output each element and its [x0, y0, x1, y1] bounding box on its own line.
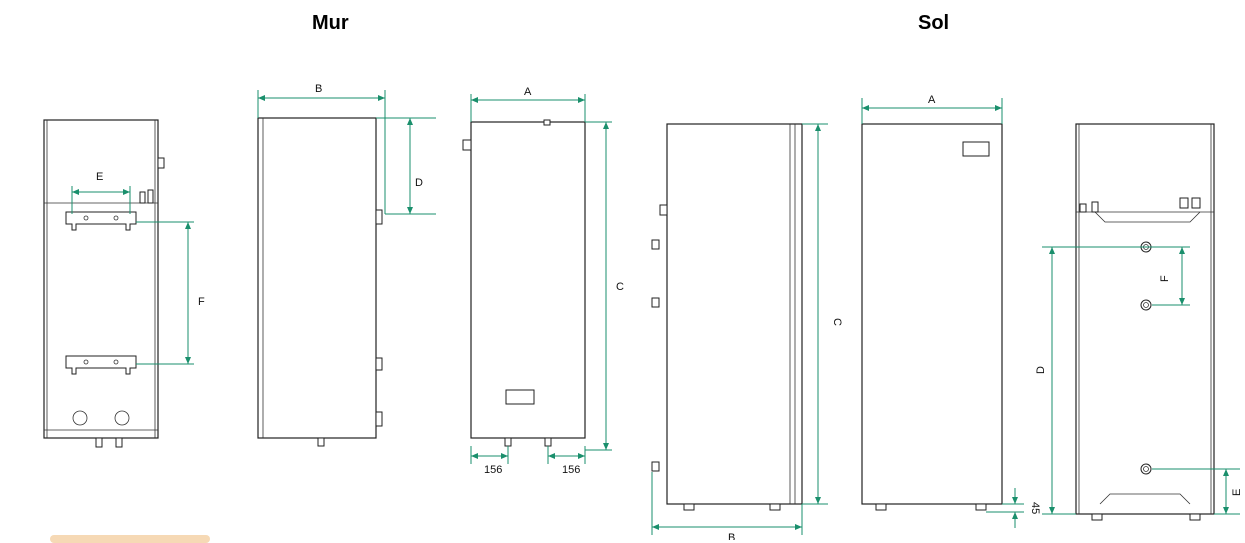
- floor-front-view: [861, 123, 1003, 511]
- wall-front-label-a: A: [524, 86, 532, 98]
- wall-back-view: [43, 119, 165, 448]
- floor-side-label-b: B: [728, 532, 735, 540]
- wall-side-label-d: D: [415, 177, 423, 189]
- floor-front-label-a: A: [928, 94, 936, 106]
- wall-back-label-f: F: [198, 296, 205, 308]
- floor-back-label-f: F: [1159, 275, 1171, 282]
- floor-back-view: [1075, 123, 1215, 521]
- floor-back-label-d: D: [1035, 366, 1047, 374]
- wall-heading: Mur: [312, 12, 349, 34]
- floor-side-label-c: C: [831, 318, 843, 326]
- wall-side-label-b: B: [315, 83, 322, 95]
- wall-front-dimensions: [470, 94, 612, 464]
- wall-back-dimensions: [71, 186, 194, 365]
- floor-heading: Sol: [918, 12, 950, 34]
- wall-front-label-c: C: [616, 281, 624, 293]
- wall-front-view: [462, 119, 586, 447]
- wall-front-label-156-left: 156: [484, 464, 502, 476]
- wall-side-dimensions: [257, 90, 436, 215]
- wall-side-view: [257, 117, 383, 447]
- floor-back-label-e: E: [1231, 489, 1243, 496]
- wall-front-label-156-right: 156: [562, 464, 580, 476]
- floor-front-dimensions: [861, 98, 1024, 528]
- floor-back-dimensions: [1042, 246, 1240, 515]
- wall-back-label-e: E: [96, 171, 103, 183]
- floor-front-label-45: 45: [1029, 502, 1041, 514]
- corner-highlight: [50, 535, 210, 543]
- floor-side-view: [651, 123, 803, 511]
- floor-side-dimensions: [651, 123, 828, 535]
